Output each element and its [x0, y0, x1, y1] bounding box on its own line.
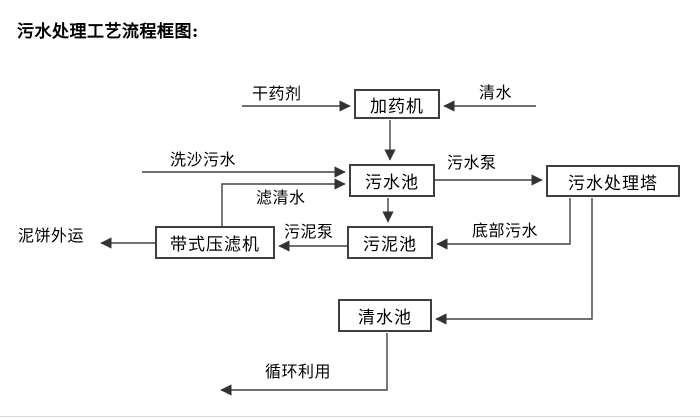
- node-sewage-pool-label: 污水池: [365, 173, 419, 193]
- arrow-recycling-out: [220, 333, 388, 396]
- edge-label-clean-water: 清水: [479, 83, 513, 102]
- arrow-tower-to-clean-water-pool: [435, 198, 593, 325]
- bottom-hairline: [0, 416, 700, 417]
- node-belt-filter-press: 带式压滤机: [155, 226, 275, 259]
- arrow-bottom-sewage-to-sludge-pool: [436, 198, 571, 250]
- edge-label-sand-washing-sewage: 洗沙污水: [170, 150, 237, 169]
- diagram-title: 污水处理工艺流程框图:: [17, 22, 199, 42]
- node-sewage-pool: 污水池: [349, 164, 435, 197]
- edge-label-sewage-pump: 污水泵: [447, 153, 497, 172]
- node-sewage-treatment-tower: 污水处理塔: [546, 165, 680, 197]
- node-sludge-pool-label: 污泥池: [363, 235, 417, 255]
- edge-label-bottom-sewage: 底部污水: [472, 221, 539, 240]
- edge-label-dry-agent: 干药剂: [252, 84, 302, 103]
- edge-label-recycling: 循环利用: [265, 362, 332, 381]
- edge-label-filtered-water: 滤清水: [256, 188, 306, 207]
- node-dosing-machine-label: 加药机: [370, 96, 424, 117]
- node-clean-water-pool: 清水池: [338, 299, 432, 332]
- node-sewage-treatment-tower-label: 污水处理塔: [568, 173, 658, 194]
- node-sludge-pool: 污泥池: [347, 226, 433, 259]
- arrow-filtered-water-to-sewage-pool: [221, 178, 346, 226]
- node-dosing-machine: 加药机: [354, 89, 440, 119]
- node-belt-filter-press-label: 带式压滤机: [170, 235, 260, 255]
- edge-label-mud-cake-outbound: 泥饼外运: [18, 226, 85, 245]
- edge-label-sludge-pump: 污泥泵: [284, 222, 334, 241]
- node-clean-water-pool-label: 清水池: [358, 308, 412, 328]
